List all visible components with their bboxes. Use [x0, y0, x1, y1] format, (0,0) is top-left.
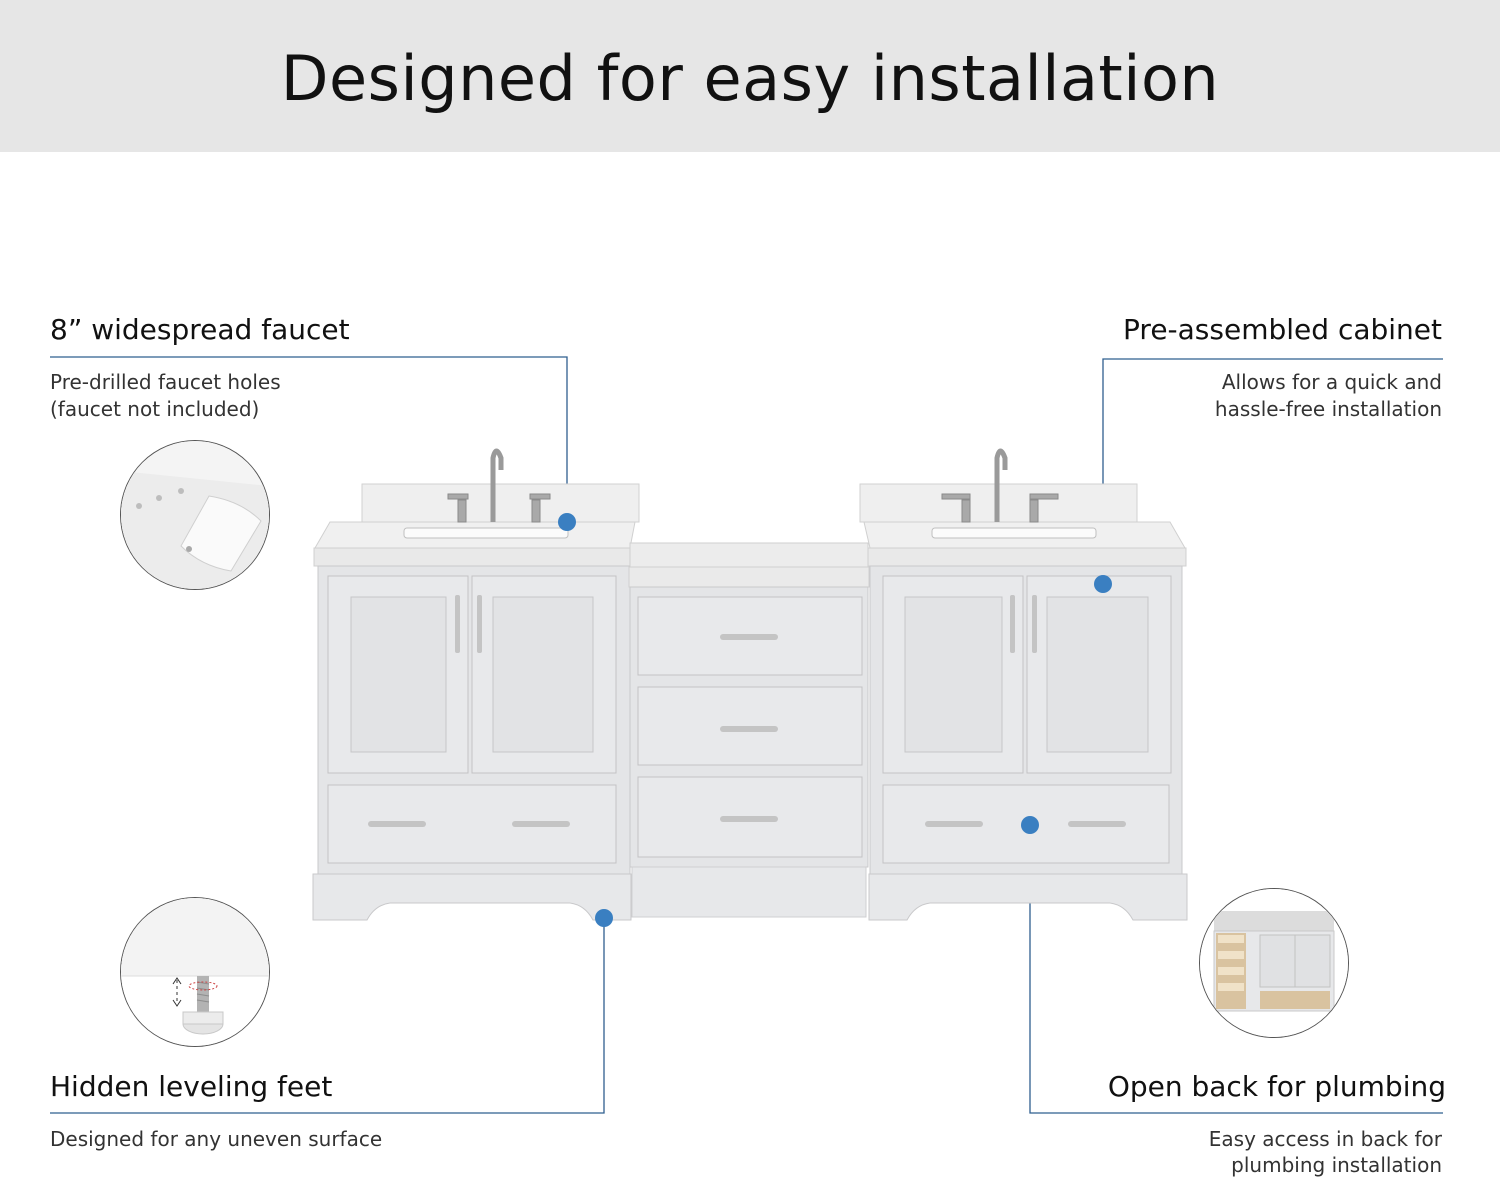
feet-callout-dot [595, 909, 613, 927]
faucet-icon [447, 448, 551, 523]
plumbing-feature-desc-2: plumbing installation [1231, 1153, 1442, 1177]
cabinet-feature-desc-1: Allows for a quick and [1221, 370, 1442, 394]
faucet-feature-desc-1: Pre-drilled faucet holes [50, 370, 281, 394]
plumbing-feature-desc-1: Easy access in back for [1208, 1127, 1442, 1151]
sink-detail-icon [120, 440, 270, 590]
feet-callout-line [50, 918, 605, 1114]
open-back-cabinet-icon [1199, 888, 1349, 1038]
right-vanity [859, 448, 1188, 921]
page-title: Designed for easy installation [280, 42, 1220, 115]
cabinet-feature-title: Pre-assembled cabinet [1123, 313, 1442, 346]
cabinet-callout-dot [1094, 575, 1112, 593]
feet-feature-desc-1: Designed for any uneven surface [50, 1127, 383, 1151]
faucet-feature-desc-2: (faucet not included) [50, 397, 260, 421]
plumbing-feature-title: Open back for plumbing [1107, 1070, 1446, 1103]
faucet-feature-title: 8” widespread faucet [50, 313, 350, 346]
callout-dots [558, 513, 1112, 927]
plumbing-callout-dot [1021, 816, 1039, 834]
feet-feature-title: Hidden leveling feet [50, 1070, 333, 1103]
plumbing-callout-line [1029, 825, 1443, 1114]
faucet-callout-dot [558, 513, 576, 531]
left-vanity [312, 448, 640, 921]
header-banner: Designed for easy installation [0, 0, 1500, 152]
faucet-callout-line [50, 356, 568, 522]
leveling-foot-icon [120, 897, 270, 1047]
cabinet-feature-desc-2: hassle-free installation [1214, 397, 1442, 421]
center-drawer-tower [628, 542, 870, 918]
